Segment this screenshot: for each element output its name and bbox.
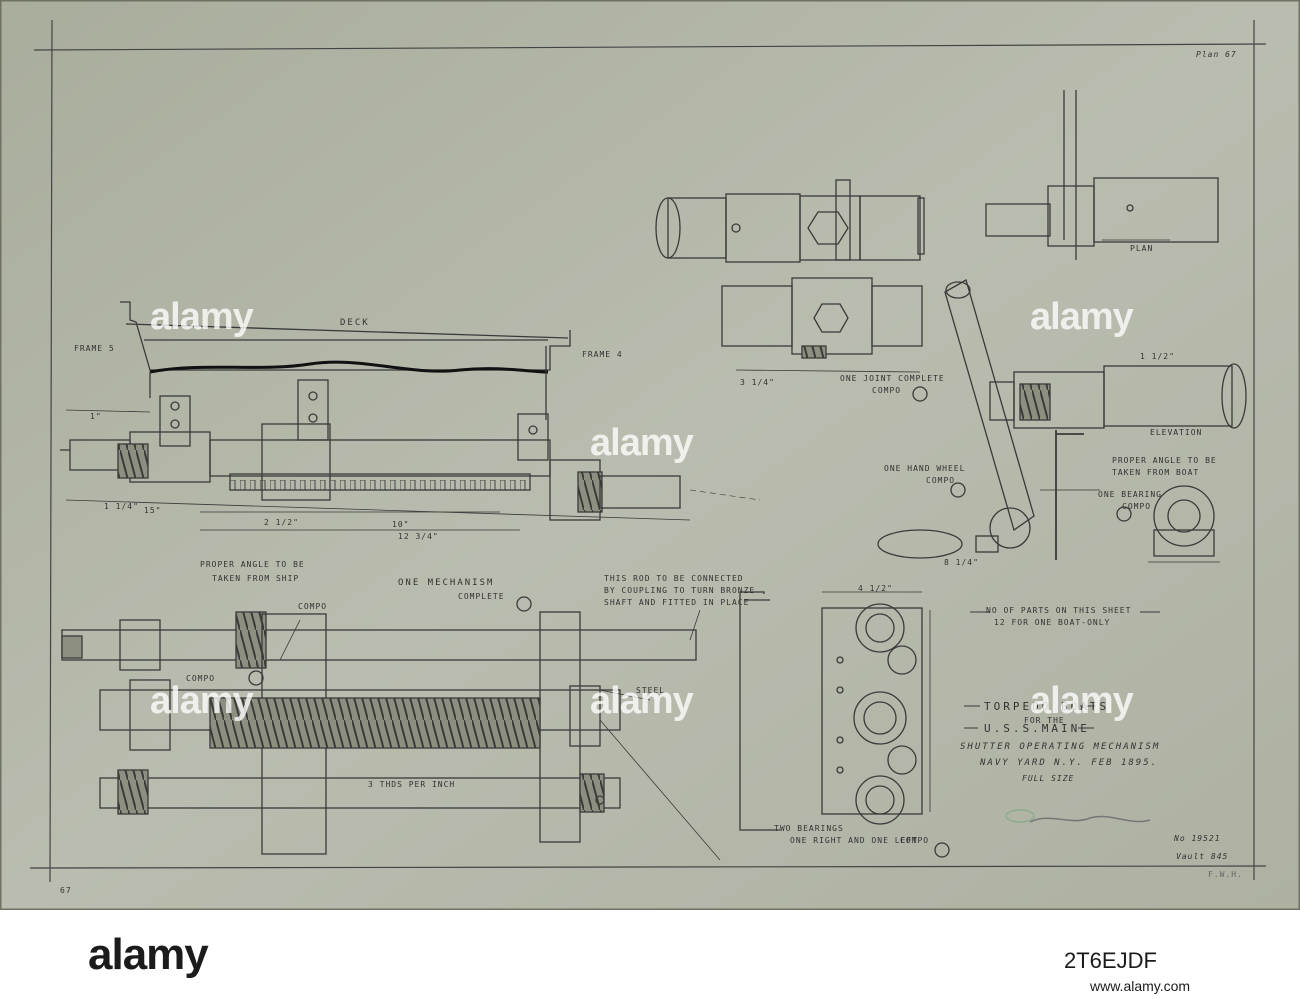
dim-label: 12 3/4" <box>398 532 439 541</box>
title-line-4: SHUTTER OPERATING MECHANISM <box>960 742 1161 752</box>
plate-number: Plan 67 <box>1196 50 1237 59</box>
compo-label: COMPO <box>298 602 328 611</box>
title-line-2: FOR THE <box>1024 716 1065 725</box>
title-line-3: U.S.S.MAINE <box>984 722 1090 735</box>
elevation-label: ELEVATION <box>1150 428 1203 437</box>
signature-mark <box>1029 815 1151 823</box>
one-mechanism-complete: COMPLETE <box>458 592 505 601</box>
dim-label: 8 1/4" <box>944 558 979 567</box>
c-mark <box>516 596 532 612</box>
stamp-mark <box>1005 809 1035 823</box>
two-bearings-view <box>739 591 931 831</box>
one-hand-wheel-compo: COMPO <box>926 476 956 485</box>
plan-label: PLAN <box>1130 244 1154 253</box>
connected-note-1: THIS ROD TO BE CONNECTED <box>604 574 744 583</box>
one-mechanism-label: ONE MECHANISM <box>398 578 495 588</box>
steel-label: STEEL <box>636 686 666 695</box>
proper-angle-boat-2: TAKEN FROM BOAT <box>1112 468 1200 477</box>
dim-label: 4 1/2" <box>858 584 893 593</box>
dim-label: 1 1/2" <box>1140 352 1175 361</box>
proper-angle-boat-1: PROPER ANGLE TO BE <box>1112 456 1217 465</box>
one-joint-compo: COMPO <box>872 386 902 395</box>
image-id: 2T6EJDF <box>1064 948 1157 973</box>
c-mark <box>934 842 950 858</box>
stock-banner <box>0 910 1300 999</box>
parts-note-1: NO OF PARTS ON THIS SHEET <box>986 606 1132 615</box>
dim-label: 10" <box>392 520 410 529</box>
side-elevation-view <box>60 301 761 531</box>
dim-label: 2 1/2" <box>264 518 299 527</box>
site-url[interactable]: www.alamy.com <box>1090 978 1191 994</box>
hand-wheel-views <box>877 90 1247 563</box>
dim-label: 15" <box>144 506 162 515</box>
title-rules <box>964 611 1160 729</box>
proper-angle-ship-1: PROPER ANGLE TO BE <box>200 560 305 569</box>
c-mark <box>248 670 264 686</box>
one-hand-wheel-label: ONE HAND WHEEL <box>884 464 966 473</box>
drawing-sheet: Plan 67 67 DECK FRAME 5 FRAME 4 PROPER A… <box>0 0 1300 910</box>
one-bearing-compo: COMPO <box>1122 502 1152 511</box>
connected-note-3: SHAFT AND FITTED IN PLACE <box>604 598 750 607</box>
vault-mark: Vault 845 <box>1176 852 1229 861</box>
screw-mechanism-plan <box>61 609 721 861</box>
title-line-5: NAVY YARD N.Y. FEB 1895. <box>980 758 1159 768</box>
threads-label: 3 THDS PER INCH <box>368 780 456 789</box>
corner-number: 67 <box>60 886 72 895</box>
archive-number: No 19521 <box>1174 834 1221 843</box>
two-bearings-sub: ONE RIGHT AND ONE LEFT <box>790 836 918 845</box>
two-bearings-label: TWO BEARINGS <box>774 824 844 833</box>
proper-angle-ship-2: TAKEN FROM SHIP <box>212 574 300 583</box>
compo-label: COMPO <box>186 674 216 683</box>
title-line-1: TORPEDO BOATS <box>984 700 1110 713</box>
border-top <box>33 43 1267 51</box>
paper-background <box>0 0 1300 910</box>
one-joint-label: ONE JOINT COMPLETE <box>840 374 945 383</box>
blueprint-drawing <box>0 0 1300 910</box>
frame5-label: FRAME 5 <box>74 344 115 353</box>
one-bearing-label: ONE BEARING <box>1098 490 1162 499</box>
parts-note-2: 12 FOR ONE BOAT-ONLY <box>994 618 1111 627</box>
deck-label: DECK <box>340 318 370 328</box>
initials-mark: F.W.H. <box>1208 870 1243 879</box>
dim-label: 1 1/4" <box>104 502 139 511</box>
frame4-label: FRAME 4 <box>582 350 623 359</box>
dim-label: 1" <box>90 412 102 421</box>
dim-label: 3 1/4" <box>740 378 775 387</box>
c-mark <box>950 482 966 498</box>
border-left <box>49 19 53 883</box>
title-line-6: FULL SIZE <box>1022 774 1075 783</box>
c-mark <box>1116 506 1132 522</box>
connected-note-2: BY COUPLING TO TURN BRONZE <box>604 586 756 595</box>
alamy-logo[interactable]: alamy <box>88 930 209 979</box>
joint-view <box>655 179 925 373</box>
two-bearings-compo: COMPO <box>900 836 930 845</box>
c-mark <box>912 386 928 402</box>
border-bottom <box>29 865 1267 869</box>
